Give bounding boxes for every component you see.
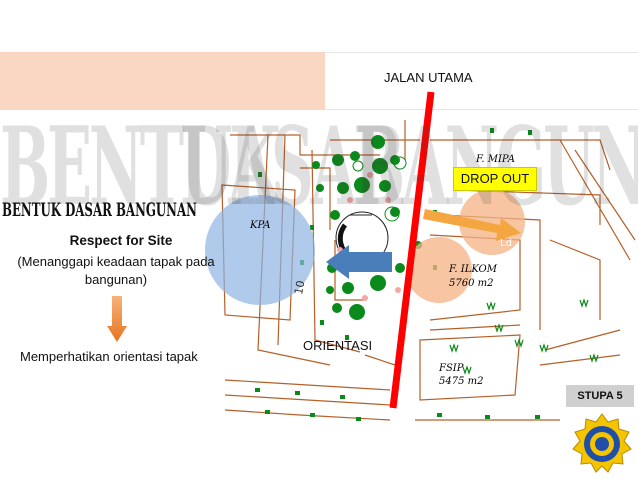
pink-dots	[337, 172, 401, 301]
trees	[312, 135, 422, 320]
down-arrow-icon	[107, 296, 127, 342]
respect-for-site-label: Respect for Site	[69, 233, 173, 248]
drop-out-label: DROP OUT	[453, 167, 537, 191]
road-label: JALAN UTAMA	[384, 70, 473, 85]
ld-label: Ld	[500, 238, 512, 249]
f-ilkom-area-label: 5760 m2	[449, 278, 493, 289]
blue-zone-circle	[205, 195, 315, 305]
orange-arrow	[423, 209, 521, 241]
kpa-label: KPA	[249, 220, 271, 231]
fsip-label: FSIP	[438, 363, 464, 374]
f-mipa-label: F. MIPA	[475, 154, 515, 165]
memperhatikan-text: Memperhatikan orientasi tapak	[20, 349, 198, 364]
blue-arrow	[326, 245, 392, 279]
header-band-right	[325, 52, 638, 110]
orange-zone-circle-right	[459, 189, 525, 255]
university-logo	[572, 413, 632, 473]
orange-zone-circle-left	[406, 237, 472, 303]
f-ilkom-label: F. ILKOM	[448, 264, 498, 275]
tree-outlines	[352, 156, 407, 222]
orientasi-label: ORIENTASI	[303, 338, 373, 353]
slide-heading: BENTUK DASAR BANGUNAN	[2, 199, 197, 221]
watermark-word-1: BENTUK	[0, 104, 281, 230]
header-band-left	[0, 52, 325, 110]
stupa-badge: STUPA 5	[566, 385, 634, 407]
watermark-word-2: DASAR	[180, 104, 403, 230]
distance-label: 10	[292, 279, 307, 295]
menanggapi-text: (Menanggapi keadaan tapak pada bangunan)	[17, 254, 215, 287]
fsip-area-label: 5475 m2	[439, 376, 483, 387]
main-road-line	[389, 91, 435, 409]
grass-marks	[449, 298, 599, 375]
